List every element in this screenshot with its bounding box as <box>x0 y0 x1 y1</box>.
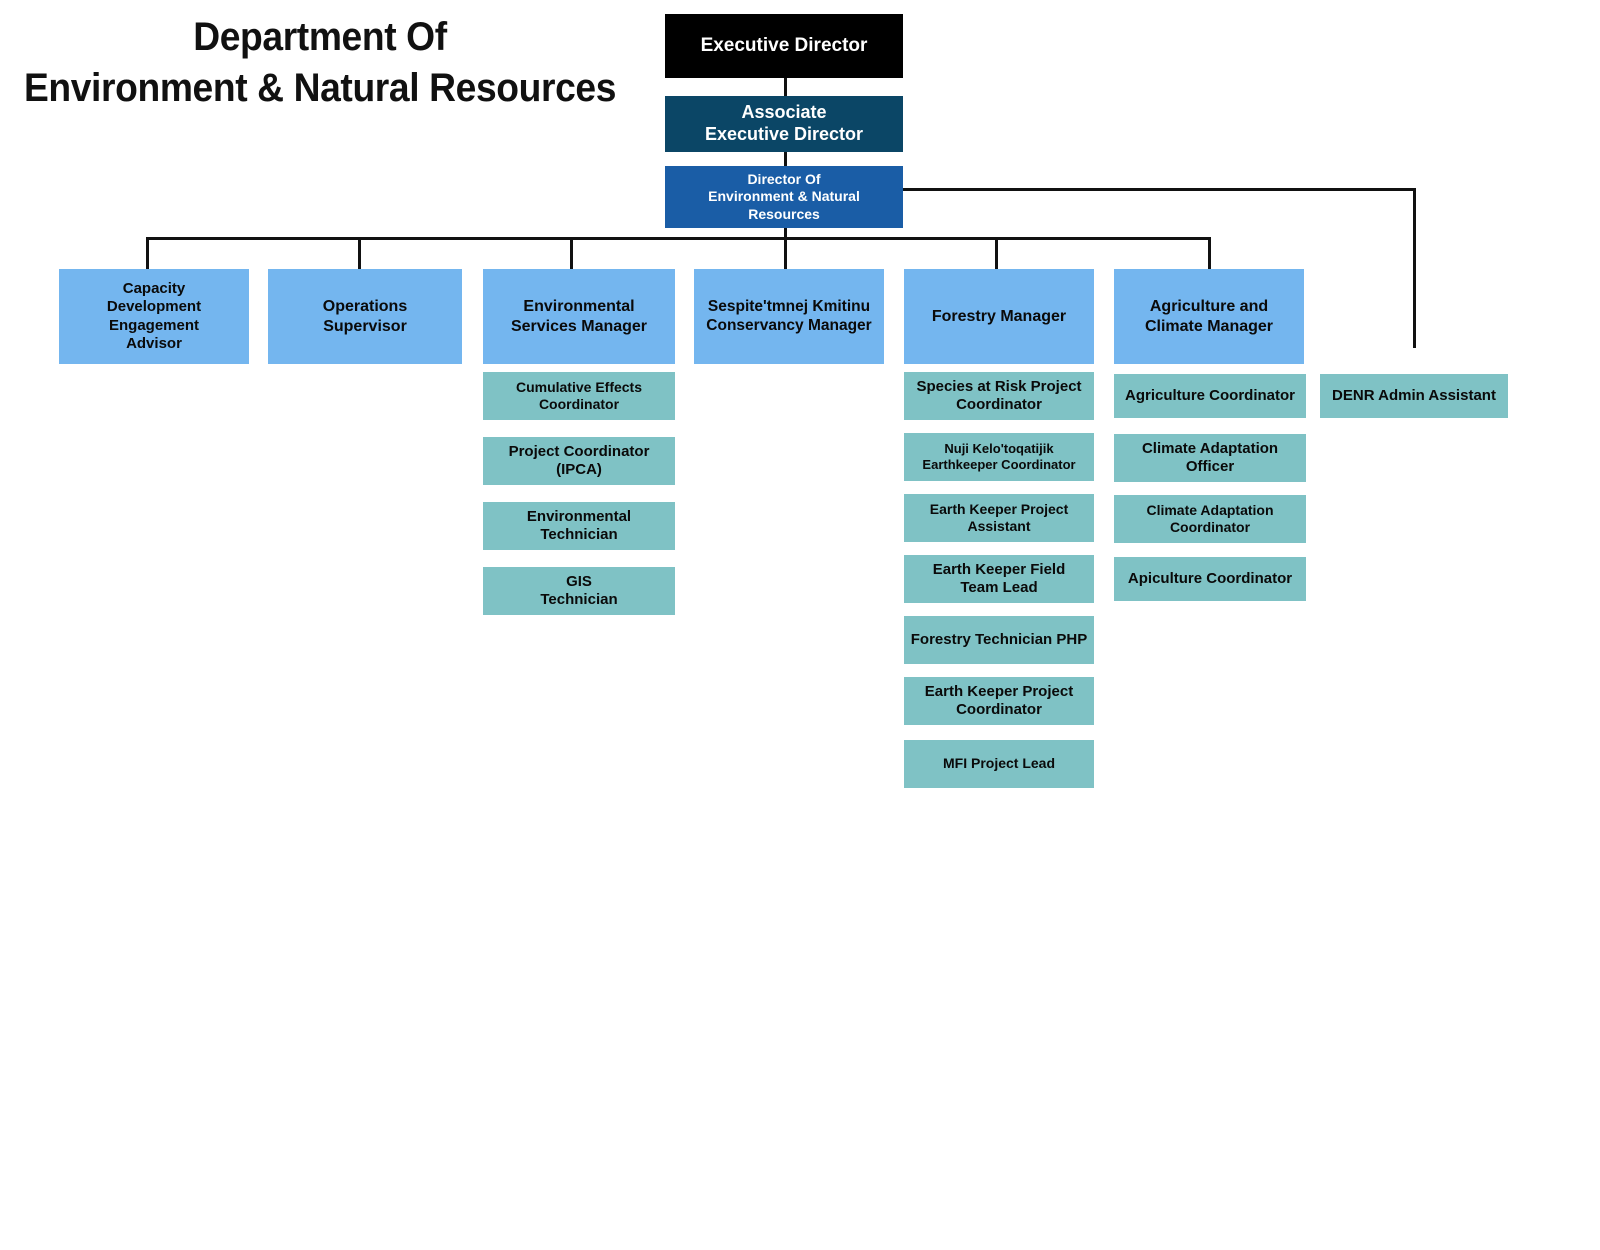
node-manager-label: Forestry Manager <box>931 307 1067 325</box>
node-manager-operations-supervisor[interactable]: Operations Supervisor <box>268 269 462 364</box>
node-director-environment-natural-resources[interactable]: Director Of Environment & Natural Resour… <box>665 166 903 228</box>
node-manager-label: Environmental Services Manager <box>510 297 648 335</box>
node-denr-admin-assistant-label: DENR Admin Assistant <box>1332 386 1496 404</box>
node-staff-label: Forestry Technician PHP <box>910 630 1088 648</box>
node-staff-label: Climate Adaptation Coordinator <box>1146 501 1274 535</box>
node-staff-earth-keeper-project-assistant[interactable]: Earth Keeper Project Assistant <box>904 494 1094 542</box>
connector-drop-forestry <box>995 237 998 270</box>
node-staff-label: Apiculture Coordinator <box>1127 569 1293 587</box>
node-manager-label: Operations Supervisor <box>322 297 408 335</box>
page-title-line-1: Department Of <box>193 15 447 59</box>
node-manager-sespitetmnej-kmitinu-conservancy[interactable]: Sespite'tmnej Kmitinu Conservancy Manage… <box>694 269 884 364</box>
node-staff-mfi-project-lead[interactable]: MFI Project Lead <box>904 740 1094 788</box>
connector-director-to-admin-vertical <box>1413 188 1416 348</box>
connector-drop-operations <box>358 237 361 270</box>
node-staff-forestry-technician-php[interactable]: Forestry Technician PHP <box>904 616 1094 664</box>
connector-director-to-admin-horizontal <box>903 188 1416 191</box>
node-director-label: Director Of Environment & Natural Resour… <box>708 171 860 222</box>
node-staff-label: Earth Keeper Field Team Lead <box>932 560 1066 596</box>
node-executive-director[interactable]: Executive Director <box>665 14 903 78</box>
node-manager-forestry[interactable]: Forestry Manager <box>904 269 1094 364</box>
connector-drop-conservancy <box>784 237 787 270</box>
node-staff-label: Earth Keeper Project Coordinator <box>924 682 1074 718</box>
node-staff-project-coordinator-ipca[interactable]: Project Coordinator (IPCA) <box>483 437 675 485</box>
node-staff-label: Project Coordinator (IPCA) <box>508 442 650 478</box>
node-staff-label: Species at Risk Project Coordinator <box>916 377 1082 413</box>
node-associate-executive-director-label: Associate Executive Director <box>704 102 864 144</box>
node-staff-label: Cumulative Effects Coordinator <box>515 378 643 412</box>
node-staff-nuji-kelotoqatijik-earthkeeper-coordinator[interactable]: Nuji Kelo'toqatijik Earthkeeper Coordina… <box>904 433 1094 481</box>
node-staff-label: Environmental Technician <box>526 507 632 543</box>
page-title-line-2: Environment & Natural Resources <box>23 66 617 111</box>
node-manager-label: Capacity Development Engagement Advisor <box>106 279 202 352</box>
node-staff-label: MFI Project Lead <box>942 755 1056 772</box>
connector-manager-bus <box>146 237 1210 240</box>
node-manager-capacity-development-engagement-advisor[interactable]: Capacity Development Engagement Advisor <box>59 269 249 364</box>
node-associate-executive-director[interactable]: Associate Executive Director <box>665 96 903 152</box>
node-staff-label: GIS Technician <box>540 572 618 608</box>
node-staff-earth-keeper-project-coordinator[interactable]: Earth Keeper Project Coordinator <box>904 677 1094 725</box>
node-manager-environmental-services[interactable]: Environmental Services Manager <box>483 269 675 364</box>
node-staff-climate-adaptation-coordinator[interactable]: Climate Adaptation Coordinator <box>1114 495 1306 543</box>
connector-associate-to-director <box>784 152 787 166</box>
node-staff-environmental-technician[interactable]: Environmental Technician <box>483 502 675 550</box>
node-manager-label: Agriculture and Climate Manager <box>1144 297 1274 335</box>
node-executive-director-label: Executive Director <box>700 35 868 57</box>
node-staff-label: Agriculture Coordinator <box>1124 386 1295 404</box>
node-staff-earth-keeper-field-team-lead[interactable]: Earth Keeper Field Team Lead <box>904 555 1094 603</box>
connector-exec-to-associate <box>784 78 787 96</box>
node-manager-agriculture-and-climate[interactable]: Agriculture and Climate Manager <box>1114 269 1304 364</box>
page-title: Department Of Environment & Natural Reso… <box>22 12 617 114</box>
node-staff-label: Climate Adaptation Officer <box>1141 439 1279 475</box>
node-staff-label: Nuji Kelo'toqatijik Earthkeeper Coordina… <box>922 441 1076 472</box>
connector-drop-capacity <box>146 237 149 270</box>
connector-drop-environmental <box>570 237 573 270</box>
node-staff-climate-adaptation-officer[interactable]: Climate Adaptation Officer <box>1114 434 1306 482</box>
node-staff-label: Earth Keeper Project Assistant <box>929 500 1069 534</box>
node-staff-cumulative-effects-coordinator[interactable]: Cumulative Effects Coordinator <box>483 372 675 420</box>
node-staff-species-at-risk-project-coordinator[interactable]: Species at Risk Project Coordinator <box>904 372 1094 420</box>
node-manager-label: Sespite'tmnej Kmitinu Conservancy Manage… <box>706 297 872 334</box>
node-denr-admin-assistant[interactable]: DENR Admin Assistant <box>1320 374 1508 418</box>
node-staff-agriculture-coordinator[interactable]: Agriculture Coordinator <box>1114 374 1306 418</box>
node-staff-gis-technician[interactable]: GIS Technician <box>483 567 675 615</box>
node-staff-apiculture-coordinator[interactable]: Apiculture Coordinator <box>1114 557 1306 601</box>
connector-drop-agriculture <box>1208 237 1211 270</box>
